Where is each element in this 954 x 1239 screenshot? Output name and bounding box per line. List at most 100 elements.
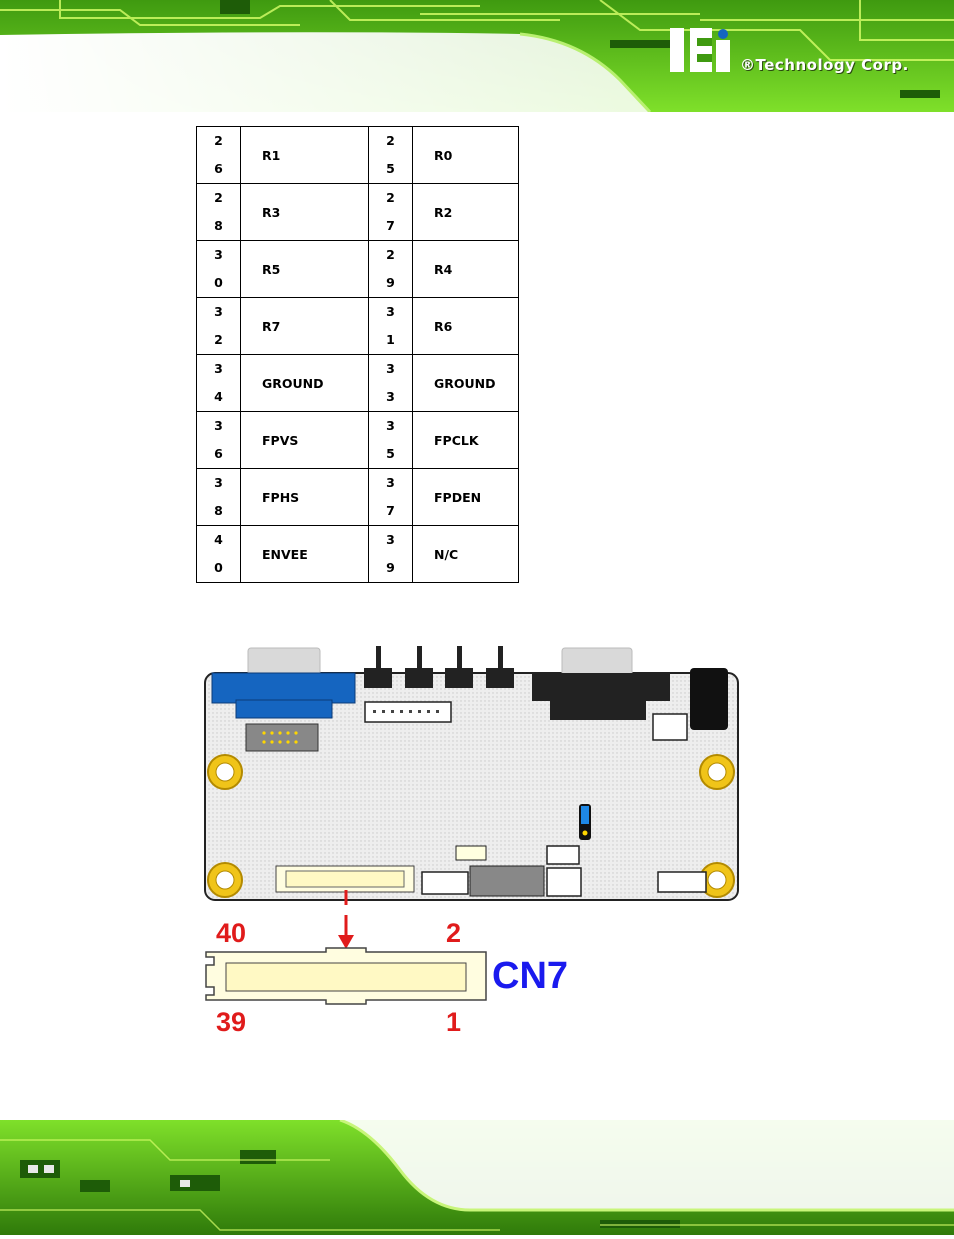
- pin-label-40: 40: [216, 918, 247, 948]
- pcb-header-graphic: [0, 0, 954, 114]
- signal-name-cell: FPCLK: [412, 411, 519, 469]
- pin-digit: 2: [214, 133, 223, 148]
- signal-name-cell: N/C: [412, 525, 519, 583]
- signal-name-cell: R4: [412, 240, 519, 298]
- signal-name-cell: GROUND: [412, 354, 519, 412]
- pin-digit: 5: [386, 161, 395, 176]
- pcb-footer-graphic: [0, 1118, 954, 1235]
- cn7-detail-graphic: [205, 915, 487, 1005]
- pin-digit: 2: [386, 190, 395, 205]
- pin-digit: 6: [214, 446, 223, 461]
- pin-digit: 0: [214, 275, 223, 290]
- pin-digit: 7: [386, 503, 395, 518]
- pin-digit: 8: [214, 218, 223, 233]
- iei-logo: [670, 28, 730, 72]
- pin-label-1: 1: [446, 1007, 462, 1037]
- pin-digit: 4: [214, 389, 223, 404]
- signal-name-cell: R1: [240, 126, 369, 184]
- board-diagram: [200, 640, 745, 940]
- pin-digit: 3: [214, 304, 223, 319]
- serial-connector-icon: [532, 673, 670, 720]
- pin-digit: 7: [386, 218, 395, 233]
- pin-digit: 0: [214, 560, 223, 575]
- cn7-board-connector-icon: [275, 865, 415, 893]
- pin-label-39: 39: [216, 1007, 247, 1037]
- pin-digit: 3: [214, 247, 223, 262]
- signal-name-cell: R7: [240, 297, 369, 355]
- pin-digit: 3: [214, 475, 223, 490]
- vga-connector-icon: [211, 672, 356, 719]
- pin-digit: 3: [214, 361, 223, 376]
- pin-digit: 3: [386, 389, 395, 404]
- pin-digit: 3: [386, 361, 395, 376]
- pin-digit: 3: [386, 418, 395, 433]
- pin-digit: 2: [386, 133, 395, 148]
- signal-name-cell: R6: [412, 297, 519, 355]
- signal-name-cell: R3: [240, 183, 369, 241]
- pin-digit: 6: [214, 161, 223, 176]
- pin-digit: 5: [386, 446, 395, 461]
- pin-digit: 3: [214, 418, 223, 433]
- pin-digit: 3: [386, 532, 395, 547]
- pin-digit: 9: [386, 275, 395, 290]
- pin-digit: 8: [214, 503, 223, 518]
- pin-digit: 9: [386, 560, 395, 575]
- signal-name-cell: FPVS: [240, 411, 369, 469]
- signal-name-cell: GROUND: [240, 354, 369, 412]
- power-jack-icon: [690, 668, 728, 730]
- pin-digit: 4: [214, 532, 223, 547]
- mounting-hole-icon: [207, 754, 735, 898]
- page-footer: [0, 1118, 954, 1235]
- pin-digit: 2: [214, 190, 223, 205]
- connector-name: CN7: [492, 955, 569, 997]
- signal-name-cell: ENVEE: [240, 525, 369, 583]
- brand-name: ®Technology Corp.: [740, 56, 909, 74]
- pin-digit: 3: [386, 304, 395, 319]
- pin-digit: 2: [214, 332, 223, 347]
- signal-name-cell: FPHS: [240, 468, 369, 526]
- signal-name-cell: R5: [240, 240, 369, 298]
- cn7-detail: 40 2 39 1 CN7: [200, 915, 600, 1040]
- page-header: ®Technology Corp.: [0, 0, 954, 114]
- signal-name-cell: R0: [412, 126, 519, 184]
- board-layout-graphic: [204, 646, 739, 940]
- tact-switches-icon: [364, 646, 514, 688]
